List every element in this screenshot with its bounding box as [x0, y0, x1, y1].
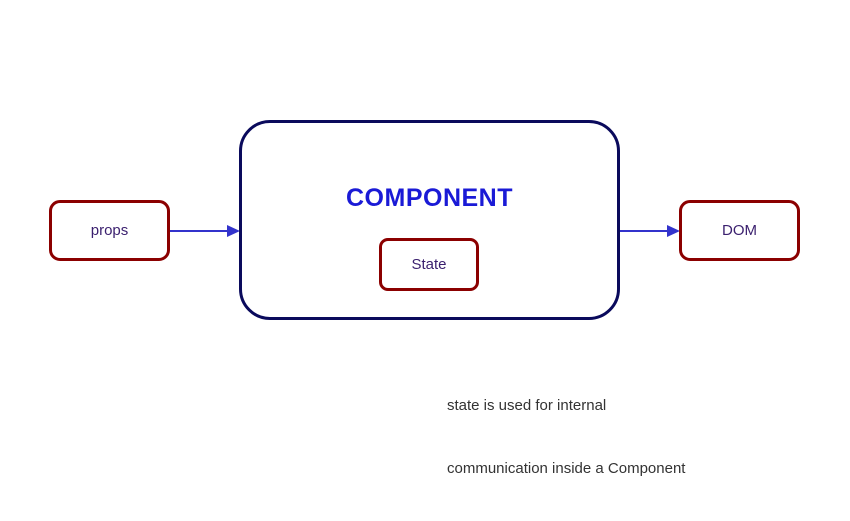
- node-state-label: State: [411, 256, 447, 273]
- diagram-canvas: props COMPONENT State DOM state is used …: [49, 120, 800, 477]
- caption-line-1: state is used for internal: [447, 397, 607, 414]
- arrow-head-icon: [227, 225, 240, 237]
- arrow-props-to-component: [170, 225, 240, 237]
- arrow-component-to-dom: [620, 225, 680, 237]
- arrow-head-icon: [667, 225, 680, 237]
- node-props[interactable]: props: [49, 200, 170, 261]
- diagram-caption: state is used for internal communication…: [447, 353, 685, 521]
- caption-line-2: communication inside a Component: [447, 460, 686, 477]
- node-props-label: props: [90, 222, 129, 239]
- node-dom[interactable]: DOM: [679, 200, 800, 261]
- node-state[interactable]: State: [379, 238, 479, 291]
- node-dom-label: DOM: [722, 222, 757, 239]
- node-component[interactable]: COMPONENT State: [239, 120, 620, 320]
- node-component-label: COMPONENT: [346, 184, 513, 212]
